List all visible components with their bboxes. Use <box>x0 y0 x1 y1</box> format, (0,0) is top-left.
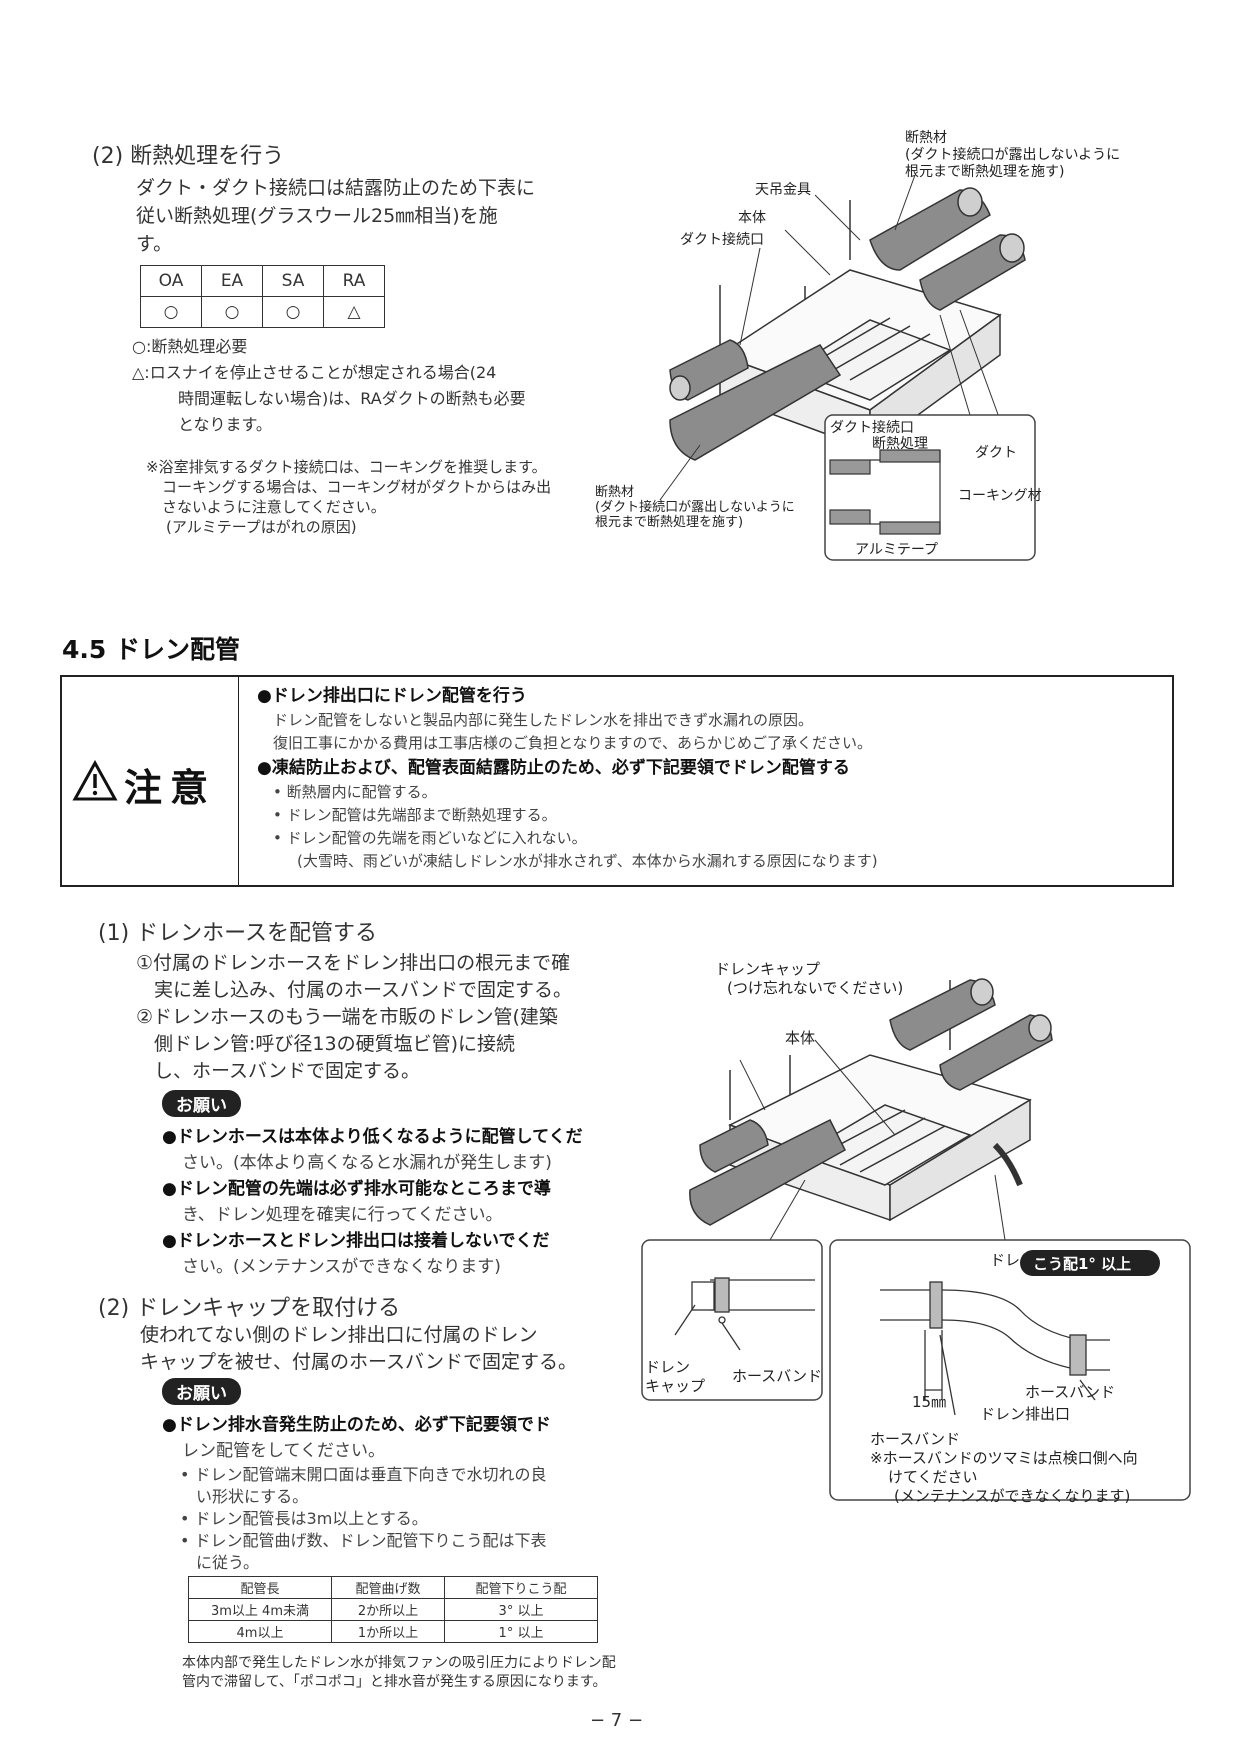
caution-content: ●ドレン排出口にドレン配管を行う ドレン配管をしないと製品内部に発生したドレン水… <box>257 686 878 870</box>
duct-insulation-illustration <box>659 174 1036 561</box>
detail-duct-port: ダクト接続口 <box>830 420 914 436</box>
label-hose-band-2: ホースバンド <box>1025 1383 1116 1401</box>
caulking-note: ※浴室排気するダクト接続口は、コーキングを推奨します。 コーキングする場合は、コ… <box>146 458 552 536</box>
label-hose-band-note: ホースバンド ※ホースバンドのツマミは点検口側へ向 けてください (メンテナンス… <box>870 1430 1138 1505</box>
label-insulation-bottom: 断熱材 (ダクト接続口が露出しないように 根元まで断熱処理を施す) <box>595 485 795 530</box>
detail-insulation: 断熱処理 <box>872 436 928 452</box>
request-list-1: ●ドレンホースは本体より低くなるように配管してくだ さい。(本体より高くなると水… <box>162 1127 583 1277</box>
label-slope: こう配1° 以上 <box>1033 1255 1132 1273</box>
warning-triangle-icon <box>72 760 118 801</box>
drain-heading-2: (2) ドレンキャップを取付ける <box>98 1296 401 1321</box>
drain-heading-1: (1) ドレンホースを配管する <box>98 921 378 946</box>
request-badge-2: お願い <box>162 1378 241 1405</box>
drain-steps: ①付属のドレンホースをドレン排出口の根元まで確 実に差し込み、付属のホースバンド… <box>136 952 573 1082</box>
caution-box: 注意 ●ドレン排出口にドレン配管を行う ドレン配管をしないと製品内部に発生したド… <box>60 675 1174 887</box>
drain-diagram: ドレンキャップ (つけ忘れないでください) 本体 ドレン キャップ ホースバンド… <box>640 960 1200 1530</box>
detail-duct: ダクト <box>975 445 1017 461</box>
drain-illustration <box>641 978 1191 1501</box>
page-number: − 7 − <box>590 1710 644 1731</box>
label-body: 本体 <box>738 210 766 226</box>
section-heading-drain: 4.5 ドレン配管 <box>62 635 240 664</box>
label-drain-cap-detail: ドレン キャップ <box>645 1358 706 1395</box>
insulation-legend: ○:断熱処理必要 △:ロスナイを停止させることが想定される場合(24 時間運転し… <box>132 337 526 434</box>
label-duct-port: ダクト接続口 <box>680 232 764 248</box>
insulation-table: OA EA SA RA ○ ○ ○ △ <box>140 265 385 328</box>
detail-caulking: コーキング材 <box>958 488 1042 504</box>
label-body-2: 本体 <box>785 1029 816 1047</box>
insulation-text: ダクト・ダクト接続口は結露防止のため下表に 従い断熱処理(グラスウール25㎜相当… <box>136 177 536 255</box>
label-drain-hose: ドレンホース <box>990 1251 1080 1269</box>
label-insulation-top: 断熱材 (ダクト接続口が露出しないように 根元まで断熱処理を施す) <box>905 130 1121 180</box>
drain-pipe-table: 配管長 配管曲げ数 配管下りこう配 3m以上 4m未満 2か所以上 3° 以上 … <box>188 1576 598 1643</box>
request-badge-1: お願い <box>162 1090 241 1117</box>
label-dimension: 15㎜ <box>912 1393 947 1411</box>
label-drain-cap-top: ドレンキャップ (つけ忘れないでください) <box>715 960 904 997</box>
request-list-2: ●ドレン排水音発生防止のため、必ず下記要領でド レン配管をしてください。 • ド… <box>162 1415 551 1572</box>
drain-cap-text: 使われてない側のドレン排出口に付属のドレン キャップを被せ、付属のホースバンドで… <box>140 1324 578 1373</box>
label-drain-outlet: ドレン排出口 <box>980 1405 1071 1423</box>
label-hanger: 天吊金具 <box>755 182 811 198</box>
caution-title: 注意 <box>124 766 217 810</box>
detail-alu-tape: アルミテープ <box>855 542 939 558</box>
label-hose-band-1: ホースバンド <box>732 1367 823 1385</box>
duct-insulation-diagram: 断熱材 (ダクト接続口が露出しないように 根元まで断熱処理を施す) 天吊金具 本… <box>595 130 1200 630</box>
drain-footnote: 本体内部で発生したドレン水が排気ファンの吸引圧力によりドレン配 管内で滞留して、… <box>182 1655 616 1690</box>
section-heading-insulation: (2) 断熱処理を行う <box>92 144 285 169</box>
caution-label-cell: 注意 <box>62 677 239 885</box>
